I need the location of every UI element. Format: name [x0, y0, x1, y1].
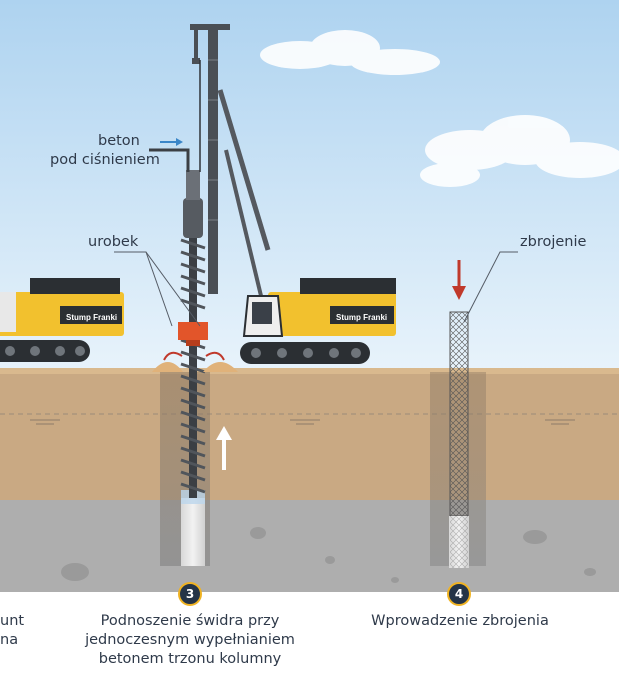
caption-step-3-line-2: jednoczesnym wypełnianiem — [85, 632, 295, 648]
spoil-heap-right — [203, 362, 238, 372]
brand-label-left: Stump Franki — [66, 313, 117, 322]
caption-step-3: Podnoszenie świdra przy jednoczesnym wyp… — [60, 612, 320, 669]
water-marks — [30, 419, 575, 425]
step-badge-3: 3 — [178, 582, 202, 606]
rig-right: Stump Franki — [240, 278, 396, 364]
caption-cut-left: unt na — [0, 612, 25, 650]
clouds — [260, 30, 619, 187]
soil-top-layer — [0, 372, 619, 500]
label-beton: beton — [98, 133, 140, 149]
spoil-arrows — [163, 351, 225, 361]
concrete-flow-arrow — [160, 138, 183, 146]
caption-step-3-line-3: betonem trzonu kolumny — [98, 651, 282, 667]
label-pod-cisnieniem: pod ciśnieniem — [50, 152, 160, 168]
spoil-heap-left — [152, 362, 183, 372]
concrete-column-3 — [181, 498, 205, 566]
insertion-arrow — [452, 260, 466, 300]
lift-arrow — [216, 426, 232, 470]
rocks — [61, 527, 596, 583]
brand-label-right: Stump Franki — [336, 313, 387, 322]
rig-mast — [190, 24, 271, 301]
caption-cut-line-2: na — [0, 632, 19, 648]
caption-step-4-line-1: Wprowadzenie zbrojenia — [371, 613, 549, 629]
label-leaders — [114, 251, 518, 327]
caption-step-3-line-1: Podnoszenie świdra przy — [100, 613, 280, 629]
caption-step-4: Wprowadzenie zbrojenia — [350, 612, 570, 631]
ground-surface — [0, 368, 619, 374]
rig-left: Stump Franki — [0, 278, 124, 362]
reinforcement-cage — [449, 311, 469, 568]
label-urobek: urobek — [88, 234, 139, 250]
soil-deep-layer — [0, 500, 619, 592]
step-badge-4: 4 — [447, 582, 471, 606]
auger — [178, 170, 208, 498]
label-zbrojenie: zbrojenie — [520, 234, 587, 250]
concrete-pipe — [149, 148, 190, 172]
caption-cut-line-1: unt — [0, 613, 25, 629]
